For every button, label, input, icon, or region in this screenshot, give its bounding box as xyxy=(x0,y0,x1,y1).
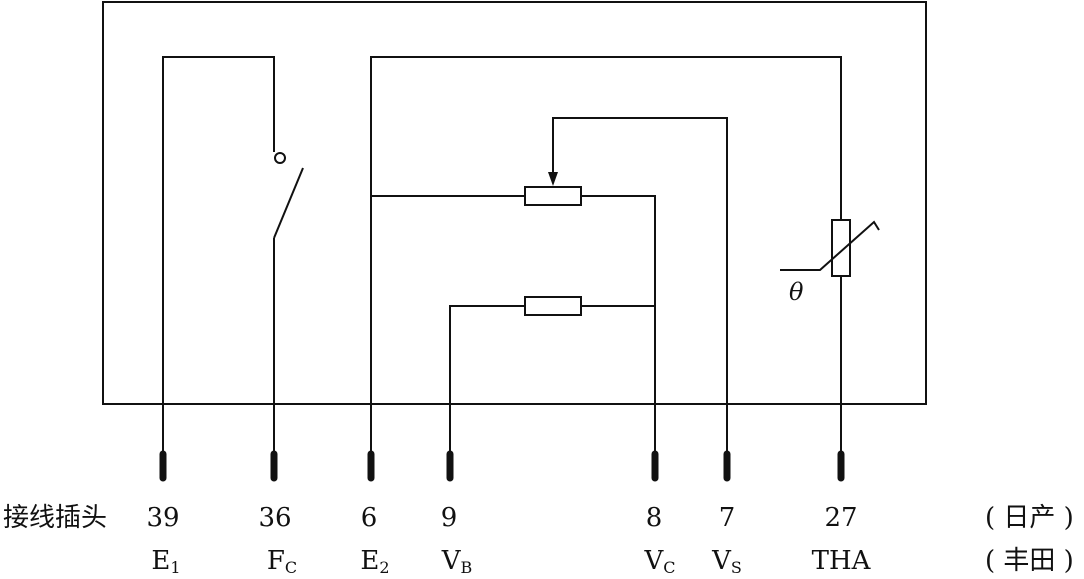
pin-number: 36 xyxy=(258,503,292,533)
pin-name: FC xyxy=(266,546,298,577)
thermistor-theta-label: θ xyxy=(789,278,804,306)
pin-name: VB xyxy=(441,546,473,577)
pin-name: VC xyxy=(644,546,676,577)
potentiometer-resistor xyxy=(524,186,582,206)
pin-name: E1 xyxy=(151,546,181,577)
wire-e1-fc-loop xyxy=(162,56,275,458)
thermistor-symbol-line xyxy=(780,220,880,271)
thermistor xyxy=(831,219,851,277)
pin-number: 8 xyxy=(645,503,663,533)
sensor-housing xyxy=(102,1,927,405)
pin-name: THA xyxy=(811,546,871,576)
pin-number: 39 xyxy=(146,503,180,533)
wiper-arrow xyxy=(548,172,558,186)
pin-number: 27 xyxy=(824,503,858,533)
vb-resistor xyxy=(524,296,582,316)
wire-e2-tha-loop xyxy=(370,56,842,458)
wire-vb xyxy=(449,305,525,458)
pin-name: VS xyxy=(712,546,742,577)
wire-vs-wiper xyxy=(552,117,728,458)
connector-row-caption: 接线插头 xyxy=(3,503,108,533)
maker-note-nissan: ( 日产 ) xyxy=(985,503,1074,533)
switch-contact xyxy=(274,152,286,164)
pin-number: 6 xyxy=(360,503,378,533)
pin-name: E2 xyxy=(360,546,390,577)
wire-potentiometer-to-vc xyxy=(581,195,656,458)
pin-number: 9 xyxy=(440,503,458,533)
maker-note-toyota: ( 丰田 ) xyxy=(985,546,1074,576)
switch-blade xyxy=(273,167,304,239)
pin-number: 7 xyxy=(718,503,736,533)
